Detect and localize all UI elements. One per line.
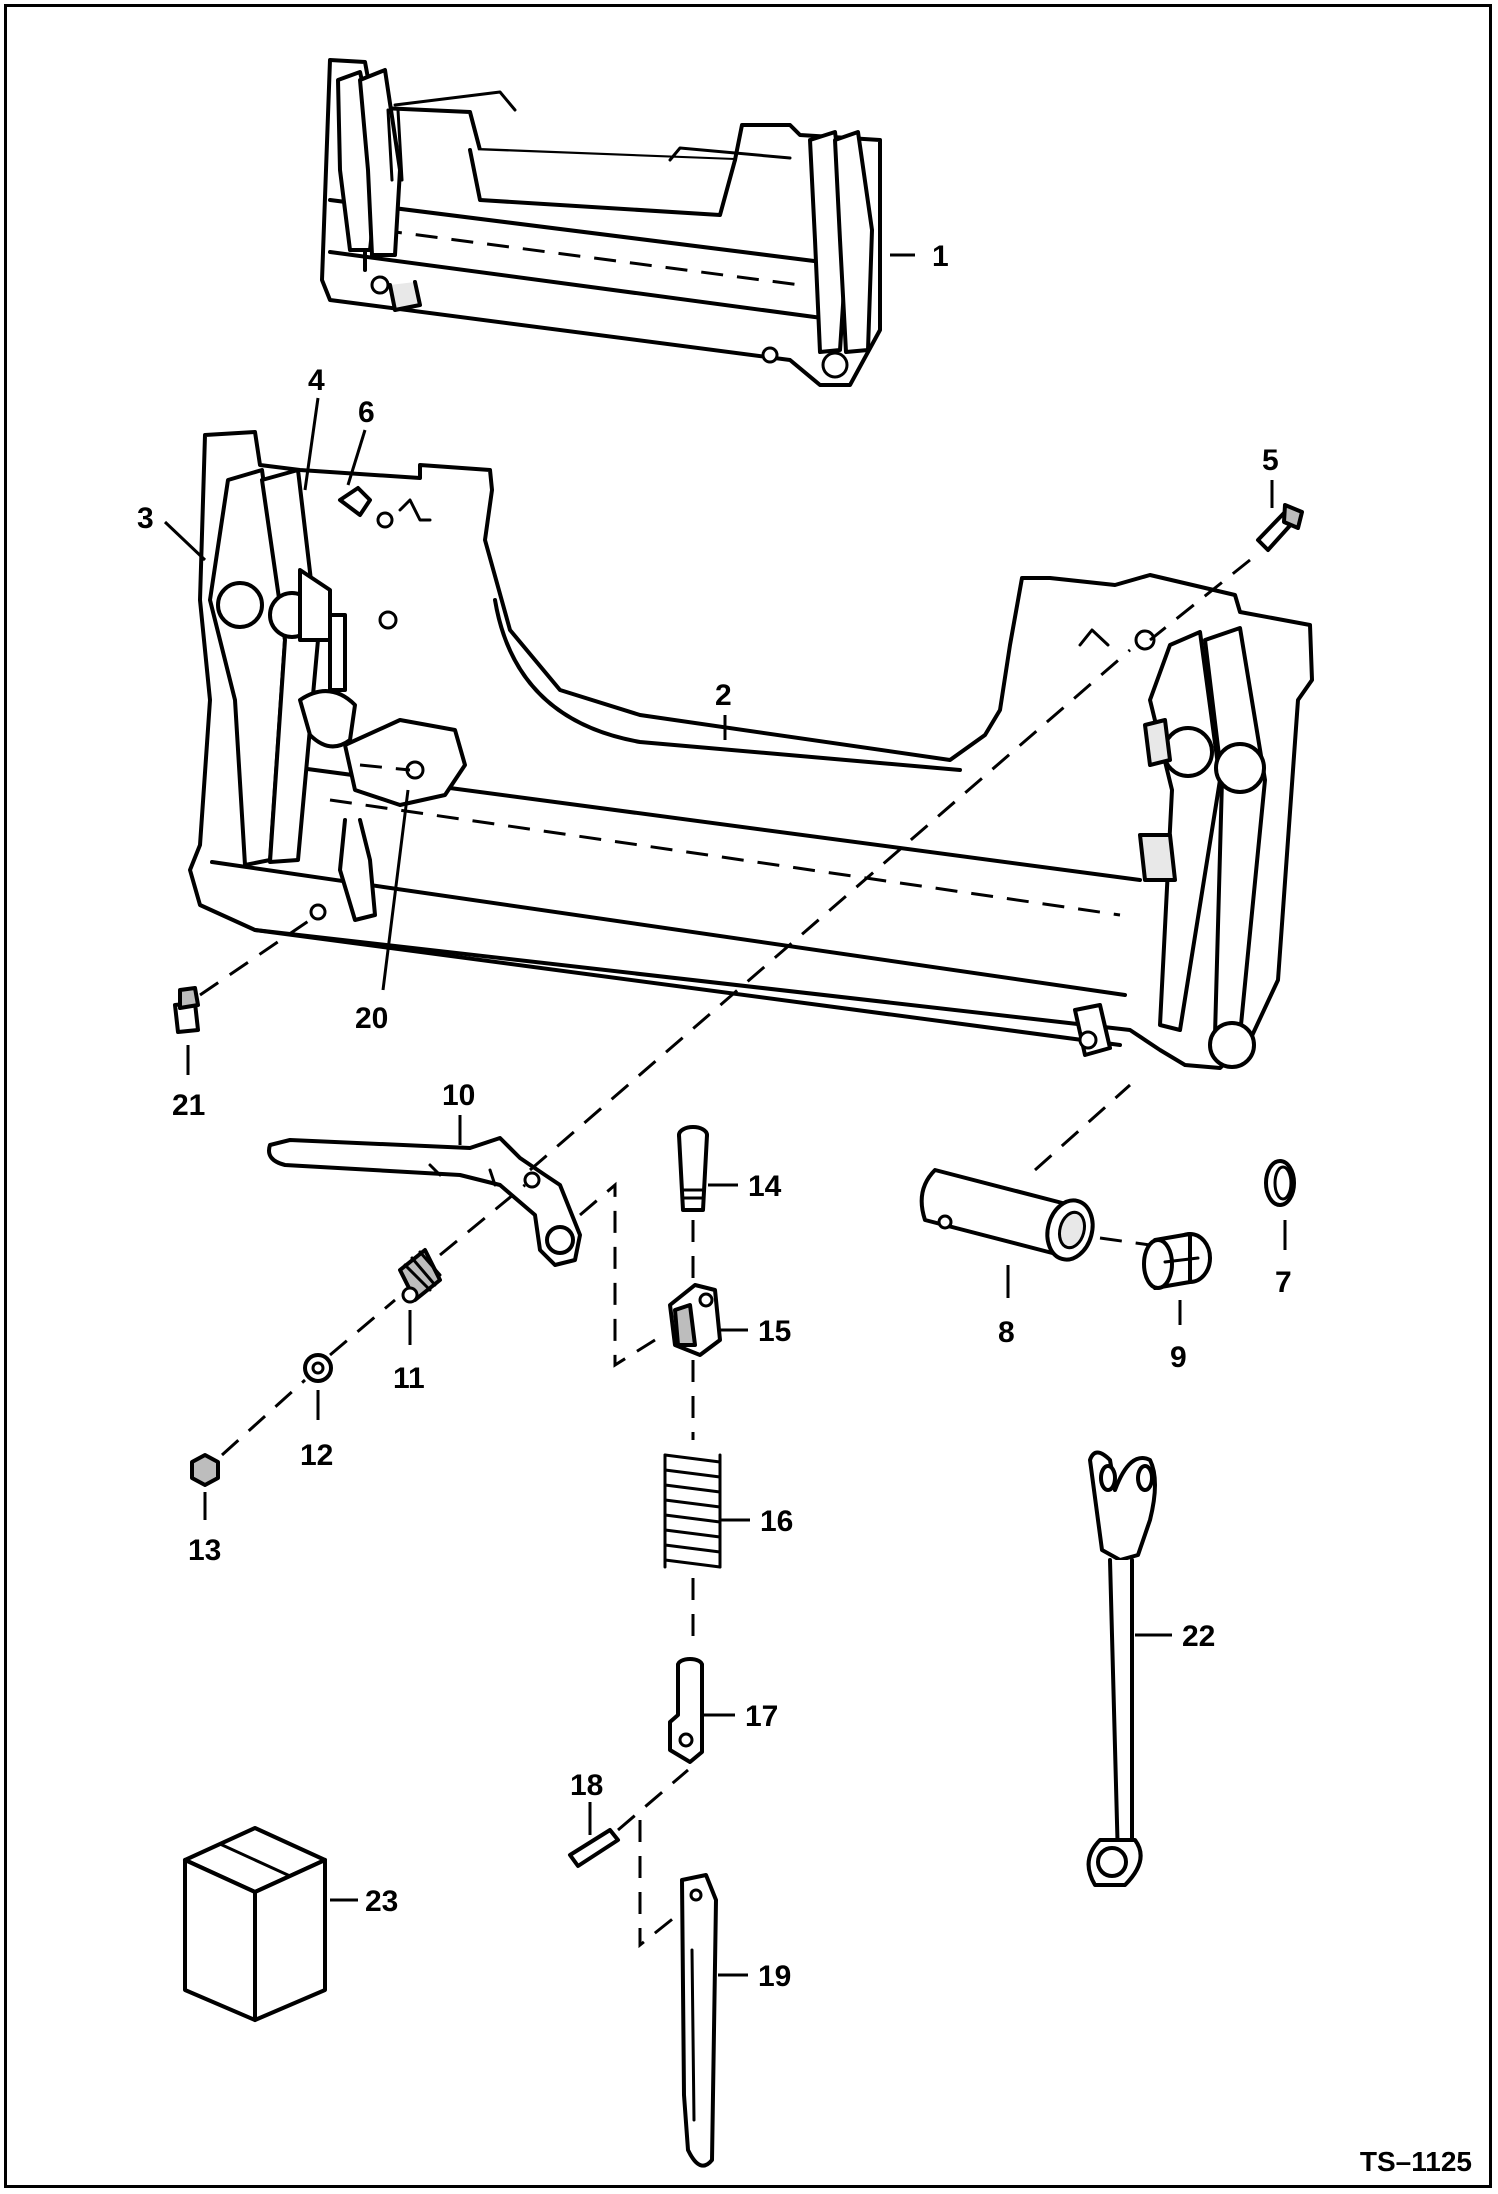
callout-15: 15 [758, 1315, 791, 1348]
part-quick-tach-assembly-small [320, 58, 882, 387]
callout-11: 11 [393, 1362, 425, 1395]
part-plunger [668, 1657, 704, 1764]
part-o-ring [1264, 1159, 1296, 1207]
callout-1: 1 [932, 240, 949, 273]
callout-17: 17 [745, 1700, 778, 1733]
part-grease-fitting [173, 918, 311, 1034]
callout-10: 10 [442, 1079, 475, 1112]
callout-22: 22 [1182, 1620, 1215, 1653]
part-bolt-vertical [677, 1125, 709, 1212]
callout-13: 13 [188, 1534, 221, 1567]
part-link-rod [1086, 1450, 1157, 1887]
part-latch-block [668, 1220, 722, 1357]
callout-3: 3 [137, 502, 154, 535]
part-nut [190, 1378, 307, 1487]
part-spacer [1142, 1232, 1212, 1290]
part-bushing [919, 1083, 1151, 1262]
alignment-line-latch [579, 1181, 656, 1368]
callout-20: 20 [355, 1002, 388, 1035]
callout-8: 8 [998, 1316, 1015, 1349]
callout-23: 23 [365, 1885, 398, 1918]
callout-18: 18 [570, 1769, 603, 1802]
part-washer [303, 1298, 396, 1383]
callout-9: 9 [1170, 1341, 1187, 1374]
part-handle [267, 1136, 582, 1267]
alignment-line-handle [529, 648, 1131, 1172]
callout-16: 16 [760, 1505, 793, 1538]
document-code: TS–1125 [1359, 2146, 1472, 2177]
part-box [183, 1826, 327, 2022]
callout-14: 14 [748, 1170, 782, 1203]
leader-lines [163, 253, 1287, 1977]
part-bolt [1149, 503, 1304, 642]
callout-2: 2 [715, 679, 732, 712]
callout-4: 4 [308, 364, 325, 397]
part-roll-pin [568, 1768, 689, 1868]
part-spring-small [398, 1183, 526, 1304]
callouts: 1 2 3 4 5 6 7 8 9 10 11 12 13 14 15 16 1… [137, 240, 1292, 1993]
callout-21: 21 [172, 1089, 205, 1122]
callout-6: 6 [358, 396, 375, 429]
part-quick-tach-frame [188, 430, 1314, 1070]
callout-12: 12 [300, 1439, 333, 1472]
alignment-line-pin [638, 1820, 691, 1949]
part-latch-pin [680, 1873, 718, 2168]
callout-7: 7 [1275, 1266, 1292, 1299]
callout-19: 19 [758, 1960, 791, 1993]
diagram-frame [4, 4, 1492, 2188]
callout-5: 5 [1262, 444, 1279, 477]
part-spring-large [663, 1360, 722, 1650]
